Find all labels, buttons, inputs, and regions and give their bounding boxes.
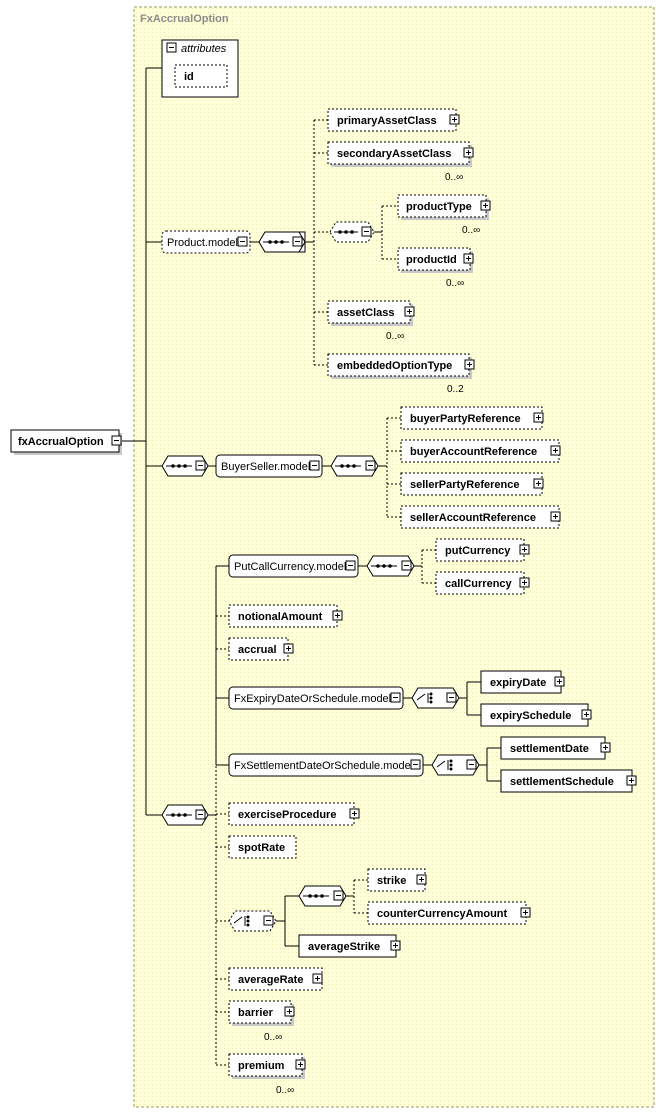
attributes-group: attributes id	[161, 39, 239, 98]
sequence-compositor-putcall	[366, 555, 415, 577]
svg-text:buyerAccountReference: buyerAccountReference	[410, 446, 537, 458]
element-embeddedOptionType[interactable]: embeddedOptionType 0..2	[327, 353, 475, 395]
element-primaryAssetClass[interactable]: primaryAssetClass	[327, 108, 460, 132]
attribute-id[interactable]	[174, 64, 228, 88]
element-accrual[interactable]: accrual	[228, 637, 294, 661]
svg-text:strike: strike	[377, 875, 406, 887]
element-sellerAccountReference[interactable]: sellerAccountReference	[400, 505, 561, 529]
svg-text:sellerAccountReference: sellerAccountReference	[410, 512, 536, 524]
sequence-compositor	[258, 231, 306, 253]
attributes-label: attributes	[181, 43, 227, 55]
svg-text:FxExpiryDateOrSchedule.model: FxExpiryDateOrSchedule.model	[234, 693, 391, 705]
element-settlementSchedule[interactable]: settlementSchedule	[500, 769, 637, 793]
svg-text:averageStrike: averageStrike	[308, 941, 380, 953]
element-premium[interactable]: premium 0..∞	[228, 1053, 306, 1096]
sequence-compositor-main	[161, 804, 209, 826]
svg-text:0..∞: 0..∞	[264, 1032, 282, 1043]
svg-text:averageRate: averageRate	[238, 974, 303, 986]
svg-text:sellerPartyReference: sellerPartyReference	[410, 479, 519, 491]
element-expiryDate[interactable]: expiryDate	[480, 670, 565, 694]
svg-text:callCurrency: callCurrency	[445, 578, 513, 590]
choice-compositor-expiry	[411, 687, 460, 709]
svg-text:0..∞: 0..∞	[386, 331, 404, 342]
element-secondaryAssetClass[interactable]: secondaryAssetClass 0..∞	[327, 141, 474, 183]
element-counterCurrencyAmount[interactable]: counterCurrencyAmount	[367, 901, 531, 925]
connectors	[122, 67, 501, 1066]
svg-text:primaryAssetClass: primaryAssetClass	[337, 115, 437, 127]
sequence-compositor-buyerseller	[161, 455, 209, 477]
sequence-compositor-inner	[329, 221, 375, 243]
element-averageRate[interactable]: averageRate	[228, 967, 323, 991]
type-name: FxAccrualOption	[140, 13, 229, 25]
element-averageStrike[interactable]: averageStrike	[298, 934, 401, 958]
svg-text:expirySchedule: expirySchedule	[490, 710, 571, 722]
sequence-compositor-strike	[298, 885, 347, 907]
svg-text:settlementDate: settlementDate	[510, 743, 589, 755]
element-buyerAccountReference[interactable]: buyerAccountReference	[400, 439, 561, 463]
element-settlementDate[interactable]: settlementDate	[500, 736, 611, 760]
element-sellerPartyReference[interactable]: sellerPartyReference	[400, 472, 544, 496]
svg-text:spotRate: spotRate	[238, 842, 285, 854]
settlement-model-group[interactable]: FxSettlementDateOrSchedule.model	[228, 753, 424, 777]
sequence-compositor-buyerseller-inner	[330, 455, 379, 477]
product-model-group[interactable]: Product.model	[161, 230, 251, 254]
element-exerciseProcedure[interactable]: exerciseProcedure	[228, 802, 360, 826]
buyerseller-model-group[interactable]: BuyerSeller.model	[215, 454, 323, 478]
svg-text:PutCallCurrency.model: PutCallCurrency.model	[234, 561, 346, 573]
svg-text:putCurrency: putCurrency	[445, 545, 511, 557]
element-productId[interactable]: productId 0..∞	[397, 247, 474, 289]
svg-text:productId: productId	[406, 254, 457, 266]
svg-text:0..∞: 0..∞	[446, 278, 464, 289]
svg-text:barrier: barrier	[238, 1007, 274, 1019]
svg-text:FxSettlementDateOrSchedule.mod: FxSettlementDateOrSchedule.model	[234, 760, 413, 772]
svg-text:settlementSchedule: settlementSchedule	[510, 776, 614, 788]
svg-text:counterCurrencyAmount: counterCurrencyAmount	[377, 908, 508, 920]
element-barrier[interactable]: barrier 0..∞	[228, 1000, 295, 1043]
svg-text:assetClass: assetClass	[337, 307, 395, 319]
element-expirySchedule[interactable]: expirySchedule	[480, 703, 592, 727]
choice-compositor-settlement	[431, 754, 480, 776]
svg-text:embeddedOptionType: embeddedOptionType	[337, 360, 452, 372]
svg-text:0..∞: 0..∞	[276, 1085, 294, 1096]
svg-text:accrual: accrual	[238, 644, 277, 656]
svg-text:buyerPartyReference: buyerPartyReference	[410, 413, 521, 425]
svg-text:id: id	[184, 71, 194, 83]
svg-text:0..∞: 0..∞	[462, 225, 480, 236]
choice-compositor-strike	[228, 910, 277, 932]
svg-text:secondaryAssetClass: secondaryAssetClass	[337, 148, 451, 160]
element-buyerPartyReference[interactable]: buyerPartyReference	[400, 406, 544, 430]
svg-text:productType: productType	[406, 201, 472, 213]
element-strike[interactable]: strike	[367, 868, 427, 892]
svg-text:Product.model: Product.model	[167, 237, 238, 249]
svg-text:notionalAmount: notionalAmount	[238, 611, 323, 623]
root-element[interactable]: fxAccrualOption	[10, 429, 122, 455]
svg-text:exerciseProcedure: exerciseProcedure	[238, 809, 336, 821]
element-putCurrency[interactable]: putCurrency	[435, 538, 530, 562]
element-productType[interactable]: productType 0..∞	[397, 194, 491, 236]
svg-text:0..2: 0..2	[447, 384, 464, 395]
element-assetClass[interactable]: assetClass 0..∞	[327, 300, 415, 342]
svg-text:premium: premium	[238, 1060, 285, 1072]
putcall-model-group[interactable]: PutCallCurrency.model	[228, 554, 359, 578]
svg-text:0..∞: 0..∞	[445, 172, 463, 183]
element-callCurrency[interactable]: callCurrency	[435, 571, 530, 595]
svg-text:expiryDate: expiryDate	[490, 677, 546, 689]
element-spotRate[interactable]: spotRate	[228, 835, 297, 859]
svg-text:fxAccrualOption: fxAccrualOption	[18, 436, 104, 448]
svg-text:BuyerSeller.model: BuyerSeller.model	[221, 461, 310, 473]
element-notionalAmount[interactable]: notionalAmount	[228, 604, 343, 628]
expiry-model-group[interactable]: FxExpiryDateOrSchedule.model	[228, 686, 404, 710]
